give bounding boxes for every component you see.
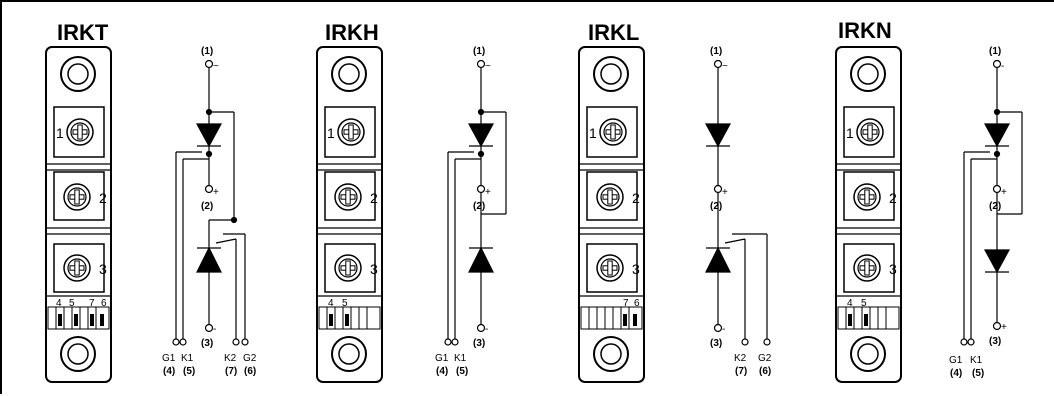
panel-irkn: IRKN 1 2 3 4 5 — [835, 18, 1023, 383]
module-title: IRKL — [588, 20, 639, 45]
schematic — [172, 59, 249, 346]
gate-name: G1 — [435, 353, 449, 364]
node-sign-top: - — [1001, 61, 1004, 72]
node-id-bot: (3) — [989, 336, 1001, 347]
terminal-screw-2 — [596, 183, 624, 211]
node-sign-bot: + — [1001, 322, 1007, 333]
pin-label: 5 — [861, 298, 867, 309]
terminal-screw-2 — [63, 183, 91, 211]
pin-label: 7 — [623, 298, 629, 309]
gate-name: K1 — [181, 353, 194, 364]
node-id-bot: (3) — [473, 338, 485, 349]
terminal-screw-1 — [337, 118, 365, 146]
pin-label: 6 — [101, 298, 107, 309]
node-sign-bot: - — [213, 324, 216, 335]
terminal-screw-1 — [66, 118, 94, 146]
terminal-number: 1 — [589, 125, 597, 141]
schematic — [704, 59, 771, 346]
node-sign-mid: + — [1001, 187, 1007, 198]
node-sign-bot: - — [485, 324, 488, 335]
node-sign-top: ~ — [213, 61, 219, 72]
node-sign-top: ~ — [485, 61, 491, 72]
node-id-top: (1) — [473, 46, 485, 57]
pin-label: 7 — [89, 298, 95, 309]
terminal-screw-1 — [599, 118, 627, 146]
node-sign-mid: + — [485, 187, 491, 198]
gate-name: G1 — [949, 355, 963, 366]
module-body: 1 2 3 4 5 — [835, 46, 902, 383]
gate-id: (4) — [163, 366, 175, 377]
pin-label: 4 — [328, 298, 334, 309]
terminal-screw-2 — [334, 183, 362, 211]
pin-label: 5 — [342, 298, 348, 309]
gate-id: (5) — [456, 366, 468, 377]
gate-name: K2 — [224, 353, 237, 364]
terminal-number: 1 — [56, 125, 64, 141]
module-title: IRKT — [57, 20, 109, 45]
node-id-top: (1) — [201, 46, 213, 57]
node-id-top: (1) — [710, 46, 722, 57]
terminal-number: 3 — [889, 261, 897, 277]
node-sign-top: ~ — [722, 61, 728, 72]
gate-name: K1 — [970, 355, 983, 366]
module-title: IRKH — [325, 20, 379, 45]
terminal-screw-2 — [853, 183, 881, 211]
panel-irkl: IRKL 1 2 3 7 6 — [578, 20, 772, 383]
terminal-screw-3 — [853, 254, 881, 282]
gate-id: (6) — [244, 366, 256, 377]
pin-label: 5 — [69, 298, 75, 309]
terminal-number: 3 — [99, 261, 107, 277]
gate-id: (4) — [436, 366, 448, 377]
terminal-number: 2 — [889, 190, 897, 206]
node-sign-bot: - — [722, 324, 725, 335]
panel-irkh: IRKH 1 2 3 4 5 — [316, 20, 507, 383]
gate-id: (4) — [950, 368, 962, 379]
node-sign-mid: + — [722, 187, 728, 198]
module-body: 1 2 3 4 5 7 6 — [45, 46, 112, 383]
panel-irkt: IRKT 1 2 3 4 5 — [45, 20, 257, 383]
module-title: IRKN — [838, 18, 892, 43]
pin-label: 4 — [847, 298, 853, 309]
gate-id: (7) — [735, 366, 747, 377]
terminal-number: 2 — [370, 190, 378, 206]
pin-label: 6 — [634, 298, 640, 309]
terminal-screw-3 — [334, 254, 362, 282]
node-sign-mid: + — [213, 187, 219, 198]
node-id-bot: (3) — [710, 338, 722, 349]
schematic — [960, 59, 1023, 346]
node-id-mid: (2) — [710, 201, 722, 212]
gate-name: K2 — [734, 353, 747, 364]
terminal-screw-1 — [856, 118, 884, 146]
pin-label: 4 — [56, 298, 62, 309]
terminal-number: 2 — [99, 190, 107, 206]
gate-id: (6) — [759, 366, 771, 377]
gate-id: (5) — [183, 366, 195, 377]
terminal-number: 2 — [632, 190, 640, 206]
gate-name: G2 — [243, 353, 257, 364]
schematic — [444, 59, 507, 346]
node-id-mid: (2) — [989, 201, 1001, 212]
terminal-screw-3 — [63, 254, 91, 282]
node-id-top: (1) — [989, 46, 1001, 57]
module-body: 1 2 3 7 6 — [578, 46, 645, 383]
node-id-bot: (3) — [201, 338, 213, 349]
gate-name: K1 — [454, 353, 467, 364]
terminal-number: 3 — [632, 261, 640, 277]
terminal-screw-3 — [596, 254, 624, 282]
terminal-number: 3 — [370, 261, 378, 277]
gate-name: G1 — [162, 353, 176, 364]
module-body: 1 2 3 4 5 — [316, 46, 383, 383]
terminal-number: 1 — [846, 125, 854, 141]
terminal-number: 1 — [327, 125, 335, 141]
gate-id: (7) — [225, 366, 237, 377]
gate-name: G2 — [758, 353, 772, 364]
gate-id: (5) — [972, 368, 984, 379]
node-id-mid: (2) — [473, 201, 485, 212]
node-id-mid: (2) — [201, 201, 213, 212]
